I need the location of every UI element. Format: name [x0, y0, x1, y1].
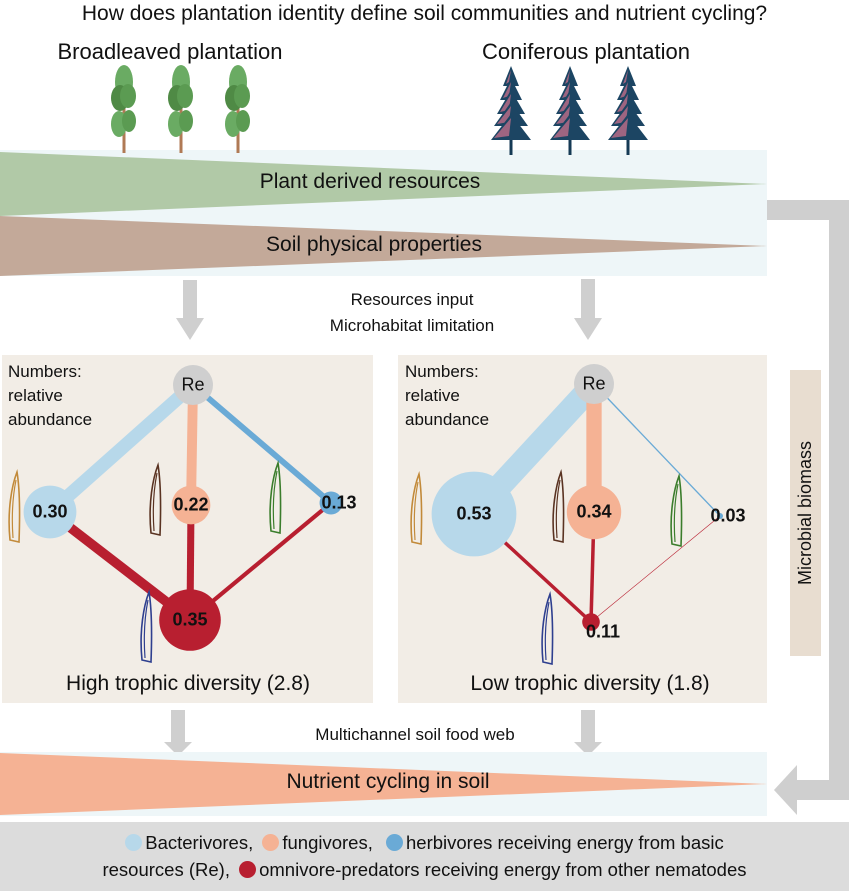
nutrient-cycling-wedge — [0, 753, 767, 815]
fungivores-node — [171, 485, 211, 525]
bacterivores-node — [431, 471, 517, 557]
herbivores-node — [717, 513, 723, 519]
conifer-tree-icon — [550, 66, 590, 155]
legend-resources: resources (Re), — [102, 859, 230, 880]
soil-properties-label: Soil physical properties — [266, 233, 482, 256]
page-title: How does plantation identity define soil… — [81, 2, 768, 25]
nematode-icon — [149, 461, 162, 536]
legend: Bacterivores, fungivores, herbivores rec… — [0, 822, 849, 891]
resource-node-label: Re — [582, 373, 606, 394]
resource-node-label: Re — [181, 374, 205, 395]
resources-input-text: Resources input Microhabitat limitation — [330, 287, 494, 339]
predation-edge — [590, 515, 721, 623]
microbial-biomass-label: Microbial biomass — [790, 370, 821, 656]
note-line: Numbers: — [405, 362, 479, 381]
energy-flow-edge — [191, 382, 333, 506]
legend-fungivores: fungivores, — [282, 832, 373, 853]
coniferous-label: Coniferous plantation — [482, 39, 690, 64]
bacterivores-value: 0.30 — [32, 501, 68, 522]
plant-resources-label: Plant derived resources — [259, 170, 481, 193]
omnivore-predators-node — [159, 589, 221, 651]
conifer-tree-icon — [491, 66, 531, 155]
fungivores-value: 0.22 — [173, 494, 209, 515]
bacterivores-value: 0.53 — [456, 503, 492, 524]
broadleaf-tree-icon — [168, 65, 193, 153]
broadleaf-tree-icon — [225, 65, 250, 153]
energy-flow-edge — [186, 384, 198, 506]
broadleaf-tree-icon — [111, 65, 136, 153]
conifer-tree-icon — [608, 66, 648, 155]
legend-herbivores: herbivores receiving energy from basic — [406, 832, 724, 853]
legend-line-2: resources (Re), omnivore-predators recei… — [0, 856, 849, 883]
broadleaved-label: Broadleaved plantation — [57, 39, 283, 64]
plant-resources-wedge — [0, 152, 767, 216]
down-arrow-right-bottom — [574, 710, 602, 756]
omnivore-predators-value: 0.11 — [585, 621, 621, 642]
note-line: relative — [8, 386, 63, 405]
nematode-icon — [552, 468, 565, 543]
omnivore-predators-value: 0.35 — [172, 609, 208, 630]
nutrient-cycling-label: Nutrient cycling in soil — [286, 770, 490, 793]
food-web-high-diversity — [8, 365, 343, 663]
energy-flow-edge — [45, 379, 198, 518]
fungivores-node — [566, 484, 622, 540]
bacterivores-swatch — [125, 834, 143, 851]
panel-note-low: Numbers: relative abundance — [405, 360, 489, 432]
nematode-icon — [140, 588, 153, 663]
nematode-icon — [410, 470, 423, 545]
herbivores-swatch — [386, 834, 403, 851]
food-web-text: Multichannel soil food web — [315, 725, 515, 744]
caption-high-diversity: High trophic diversity (2.8) — [66, 672, 310, 695]
bacterivores-node — [23, 485, 77, 539]
omnivore-predators-swatch — [239, 861, 257, 878]
note-line: abundance — [8, 410, 93, 429]
legend-bacterivores: Bacterivores, — [145, 832, 254, 853]
resource-node — [574, 364, 614, 404]
note-line: abundance — [405, 410, 490, 429]
nematode-icon — [541, 590, 554, 665]
legend-omnivore-predators: omnivore-predators receiving energy from… — [259, 859, 747, 880]
resources-input-line: Resources input — [350, 290, 474, 309]
nematode-icon — [670, 472, 683, 547]
down-arrow-left-top — [176, 280, 204, 340]
note-line: Numbers: — [8, 362, 82, 381]
fungivores-value: 0.34 — [576, 501, 612, 522]
caption-low-diversity: Low trophic diversity (1.8) — [470, 672, 710, 695]
note-line: relative — [405, 386, 460, 405]
food-web-low-diversity — [410, 364, 723, 665]
herbivores-node — [319, 491, 343, 515]
resource-node — [173, 365, 213, 405]
coniferous-trees — [491, 66, 648, 155]
nematode-icon — [8, 468, 21, 543]
microbial-feedback-arrow — [767, 200, 849, 815]
soil-properties-wedge — [0, 216, 767, 276]
panel-note-high: Numbers: relative abundance — [8, 360, 92, 432]
energy-flow-edge — [593, 383, 721, 517]
herbivores-value: 0.13 — [321, 492, 357, 513]
omnivore-predators-node — [582, 613, 600, 631]
legend-line-1: Bacterivores, fungivores, herbivores rec… — [0, 829, 849, 856]
herbivores-value: 0.03 — [710, 505, 746, 526]
nematode-icon — [269, 459, 282, 534]
microhabitat-limitation-line: Microhabitat limitation — [329, 316, 495, 335]
down-arrow-left-bottom — [164, 710, 192, 756]
down-arrow-right-top — [574, 279, 602, 340]
fungivores-swatch — [262, 834, 280, 851]
broadleaved-trees — [111, 65, 250, 153]
